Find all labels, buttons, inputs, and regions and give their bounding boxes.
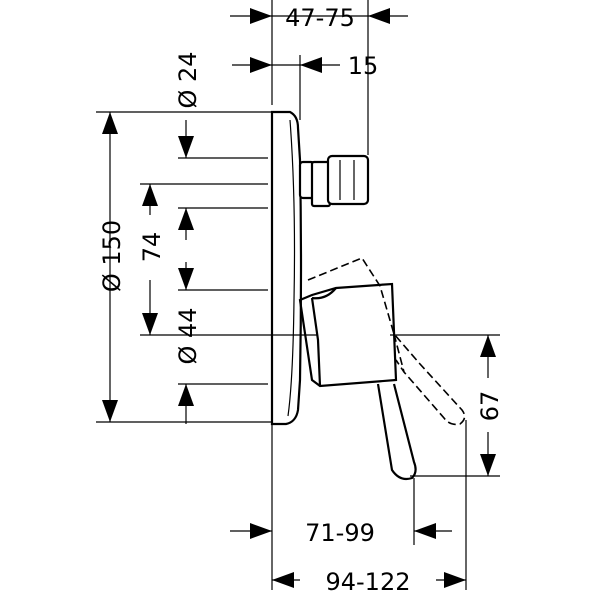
dim-71-99-label: 71-99 [305, 519, 375, 547]
dim-150-label: Ø 150 [98, 220, 126, 292]
wall-plate [270, 110, 303, 426]
dim-47-75-label: 47-75 [285, 4, 355, 32]
extension-lines [96, 0, 500, 590]
dimension-labels: 47-75 15 Ø 24 Ø 150 74 Ø 44 67 71-99 94-… [98, 4, 504, 596]
mixer-outline [270, 110, 466, 481]
dim-24-label: Ø 24 [174, 51, 202, 108]
dim-44-label: Ø 44 [174, 307, 202, 364]
dim-15-label: 15 [348, 52, 379, 80]
diverter-knob [298, 154, 370, 208]
dim-94-122-label: 94-122 [325, 568, 410, 596]
dim-74-label: 74 [138, 232, 166, 263]
dimension-lines [102, 8, 496, 588]
mixer-lever [298, 257, 466, 481]
dim-67-label: 67 [476, 391, 504, 422]
